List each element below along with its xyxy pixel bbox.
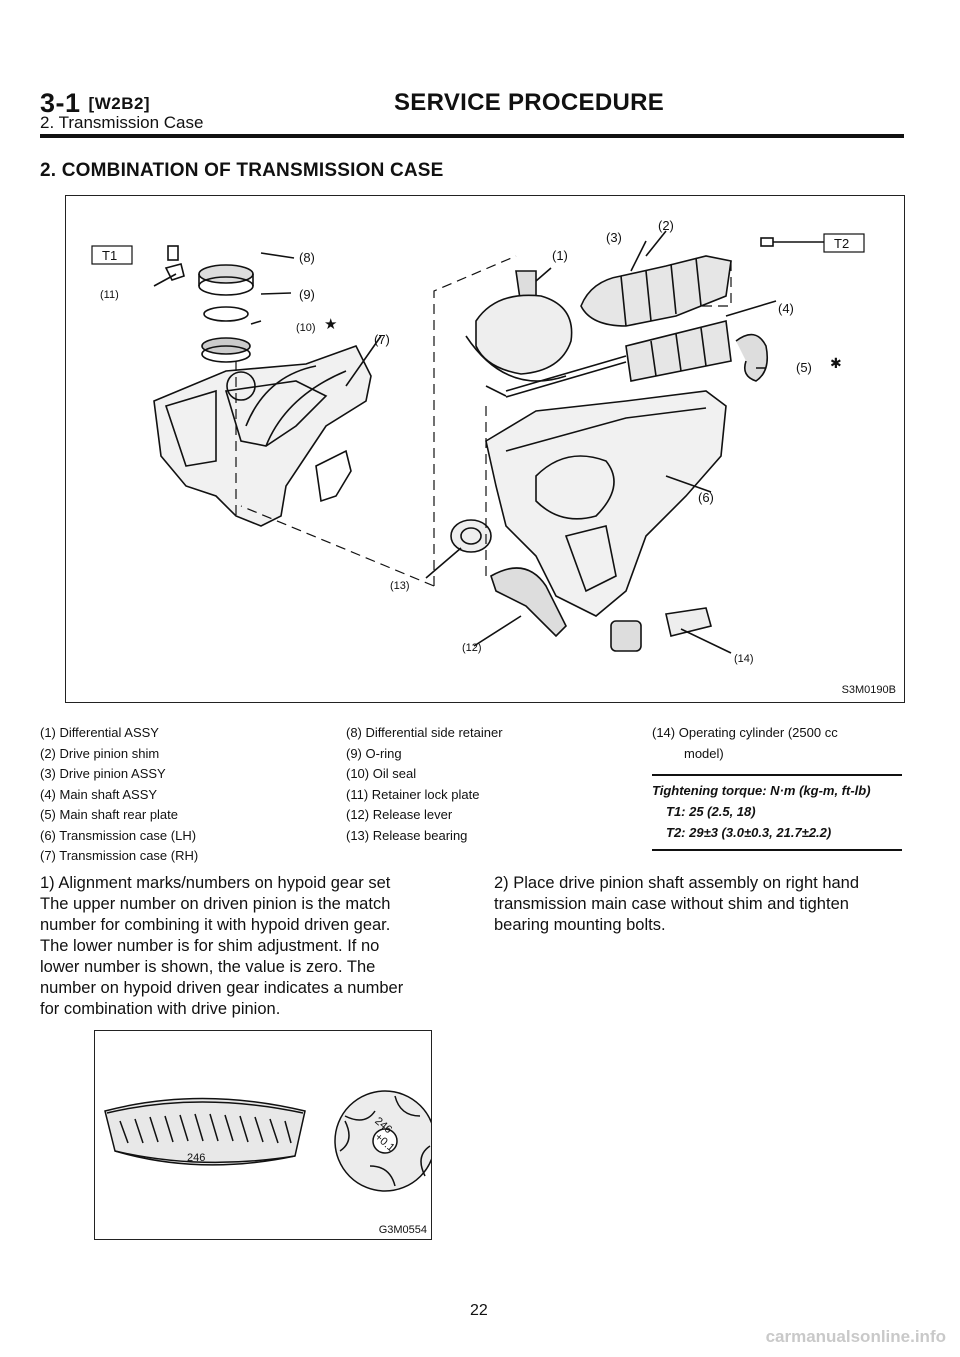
callout-2: (2) [658,218,674,233]
section-code: 3-1 [W2B2] [40,88,150,119]
text-line: number for combining it with hypoid driv… [40,916,391,934]
torque-heading: Tightening torque: N·m (kg-m, ft-lb) [652,783,871,798]
text-line: 1) Alignment marks/numbers on hypoid gea… [40,874,391,892]
callout-3: (3) [606,230,622,245]
text-line: number on hypoid driven gear indicates a… [40,979,404,997]
section-number: 3-1 [40,88,81,118]
text-line: 2) Place drive pinion shaft assembly on … [494,874,860,892]
legend-item: (14) Operating cylinder (2500 cc [652,725,838,740]
callout-13: (13) [390,580,410,592]
legend-item: (8) Differential side retainer [346,725,503,740]
callout-t1: T1 [102,248,117,263]
callout-8: (8) [299,250,315,265]
legend-item: (9) O-ring [346,745,402,761]
text-line: for combination with drive pinion. [40,1000,281,1018]
text-line: lower number is shown, the value is zero… [40,958,376,976]
callout-14: (14) [734,653,754,665]
legend-column-1: (1) Differential ASSY (2) Drive pinion s… [40,723,198,867]
legend-item: (11) Retainer lock plate [346,786,480,802]
torque-t2: T2: 29±3 (3.0±0.3, 21.7±2.2) [666,825,832,840]
section-title: 2. COMBINATION OF TRANSMISSION CASE [40,160,444,181]
callout-4: (4) [778,301,794,316]
callout-7: (7) [374,332,390,347]
callout-5: (5) [796,360,812,375]
callout-6: (6) [698,490,714,505]
text-line: bearing mounting bolts. [494,916,666,934]
exploded-view-figure: T1 T2 (1) (2) (3) (4) (5) ✱ (6) (7) (8) … [65,195,905,703]
hypoid-gear-figure: 246 246 +0.1 G3M0554 [94,1030,432,1240]
callout-t2: T2 [834,236,849,251]
star-icon: ★ [324,316,337,333]
legend-item: (2) Drive pinion shim [40,745,160,761]
figure-id: S3M0190B [841,684,896,696]
legend-item: (3) Drive pinion ASSY [40,766,166,781]
legend-column-3: (14) Operating cylinder (2500 cc model) [652,723,838,764]
text-line: The lower number is for shim adjustment.… [40,937,380,955]
legend-column-2: (8) Differential side retainer (9) O-rin… [346,723,503,846]
text-line: The upper number on driven pinion is the… [40,895,391,913]
callout-10: (10) [296,322,316,334]
legend-item: (6) Transmission case (LH) [40,827,197,843]
header-title: SERVICE PROCEDURE [394,89,665,116]
legend-item: (12) Release lever [346,807,453,822]
page-number: 22 [470,1302,488,1319]
callout-1: (1) [552,248,568,263]
legend-item: (4) Main shaft ASSY [40,786,158,802]
legend-item: (7) Transmission case (RH) [40,848,199,863]
header-subtitle: 2. Transmission Case [40,113,204,132]
legend-item: (5) Main shaft rear plate [40,807,179,822]
callout-9: (9) [299,287,315,302]
legend-item: (13) Release bearing [346,827,468,843]
step1-paragraph: 1) Alignment marks/numbers on hypoid gea… [40,873,403,1020]
legend-item: (1) Differential ASSY [40,725,159,740]
gear-number: 246 [187,1152,205,1164]
torque-t1: T1: 25 (2.5, 18) [666,804,756,819]
asterisk-icon: ✱ [830,355,842,371]
text-line: transmission main case without shim and … [494,895,849,913]
section-ref: [W2B2] [88,94,151,113]
callout-12: (12) [462,642,482,654]
figure-id: G3M0554 [378,1224,427,1236]
exploded-view-illustration: T1 T2 (1) (2) (3) (4) (5) ✱ (6) (7) (8) … [91,218,865,665]
step2-paragraph: 2) Place drive pinion shaft assembly on … [494,873,859,936]
watermark: carmanualsonline.info [765,1327,946,1346]
hypoid-gear-illustration: 246 246 +0.1 [104,1090,431,1192]
callout-11: (11) [100,289,119,301]
torque-box: Tightening torque: N·m (kg-m, ft-lb) T1:… [652,774,902,851]
header-rule [40,134,904,138]
legend-item-continued: model) [684,745,724,761]
legend-item: (10) Oil seal [346,766,417,781]
